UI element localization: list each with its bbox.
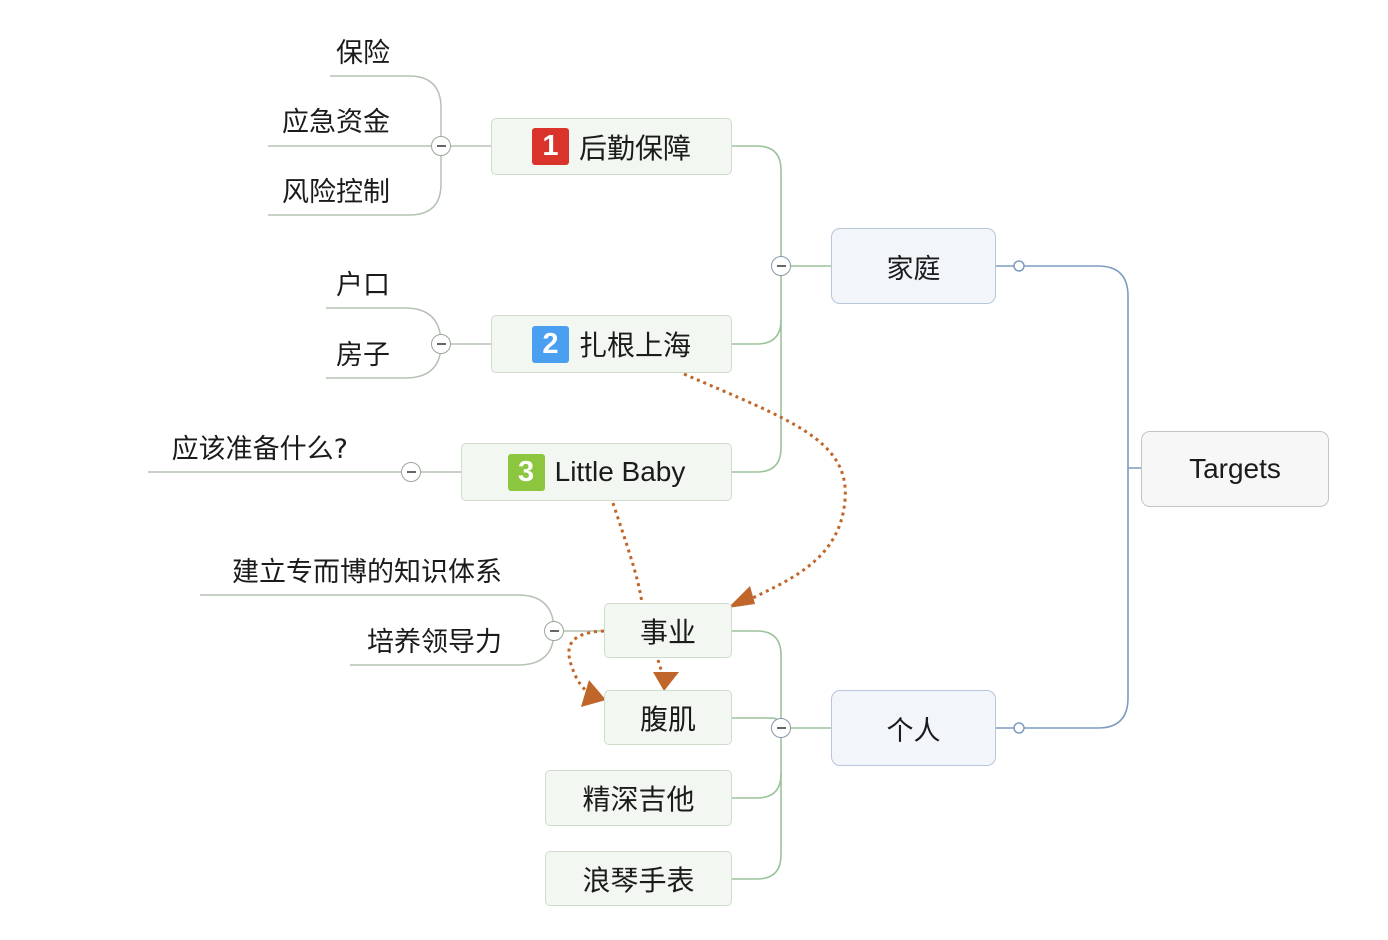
subtopic-logistics-label: 后勤保障 (578, 131, 691, 165)
subtopic-shanghai[interactable]: 2 扎根上海 (491, 315, 732, 373)
connector-leaf-risk-control (268, 146, 442, 216)
leaf-leadership[interactable]: 培养领导力 (367, 627, 502, 658)
root-topic-targets[interactable]: Targets (1141, 431, 1329, 507)
subtopic-longines-label: 浪琴手表 (582, 863, 695, 897)
relationship-arrowhead-abs (653, 672, 679, 691)
collapse-shanghai-button[interactable] (431, 334, 451, 354)
collapse-personal-button[interactable] (771, 718, 791, 738)
subtopic-abs[interactable]: 腹肌 (604, 690, 732, 745)
connector-personal-longines (732, 774, 782, 880)
connector-root-personal (996, 468, 1129, 729)
connector-personal-career (732, 630, 782, 728)
collapse-baby-button[interactable] (401, 462, 421, 482)
leaf-knowledge-system[interactable]: 建立专而博的知识体系 (232, 557, 502, 588)
leaf-emergency-fund[interactable]: 应急资金 (282, 107, 390, 138)
relationship-career-to-abs (656, 659, 665, 677)
subtopic-guitar[interactable]: 精深吉他 (545, 770, 732, 826)
subtopic-career-label: 事业 (639, 615, 696, 649)
main-topic-family-label: 家庭 (886, 253, 941, 285)
main-topic-personal-label: 个人 (886, 715, 941, 747)
subtopic-little-baby-label: Little Baby (554, 456, 686, 487)
connector-root-family (996, 265, 1141, 469)
main-topic-family[interactable]: 家庭 (831, 228, 996, 304)
priority-3-icon: 3 (507, 453, 545, 491)
connector-dot-family (1013, 260, 1025, 272)
connector-dot-personal (1013, 722, 1025, 734)
subtopic-abs-label: 腹肌 (639, 702, 696, 736)
collapse-family-button[interactable] (771, 256, 791, 276)
main-topic-personal[interactable]: 个人 (831, 690, 996, 766)
connector-leaf-hukou (326, 307, 442, 345)
subtopic-shanghai-label: 扎根上海 (578, 329, 691, 362)
leaf-what-to-prepare[interactable]: 应该准备什么? (171, 434, 348, 465)
root-topic-label: Targets (1189, 453, 1281, 484)
leaf-risk-control[interactable]: 风险控制 (282, 177, 390, 208)
connector-personal-guitar (732, 728, 782, 799)
connector-family-shanghai (732, 266, 782, 345)
leaf-hukou[interactable]: 户口 (336, 270, 390, 301)
subtopic-logistics[interactable]: 1 后勤保障 (491, 118, 732, 175)
relationship-shanghai-to-career (683, 372, 847, 605)
subtopic-longines[interactable]: 浪琴手表 (545, 851, 732, 906)
relationship-baby-to-career (611, 502, 644, 604)
priority-1-icon: 1 (531, 128, 569, 165)
relationship-career-loop-to-abs (567, 629, 605, 697)
connector-leaf-knowledge (200, 594, 555, 632)
subtopic-career[interactable]: 事业 (604, 603, 732, 658)
leaf-insurance[interactable]: 保险 (336, 38, 390, 69)
connector-family-logistics (732, 145, 782, 266)
relationship-arrowhead-abs-left (581, 680, 606, 707)
subtopic-guitar-label: 精深吉他 (582, 783, 695, 816)
collapse-career-button[interactable] (544, 621, 564, 641)
relationship-arrowhead-career (728, 586, 755, 608)
priority-2-icon: 2 (531, 325, 569, 363)
collapse-logistics-button[interactable] (431, 136, 451, 156)
leaf-house[interactable]: 房子 (336, 340, 390, 371)
connector-family-baby (732, 320, 782, 473)
connector-leaf-insurance (330, 75, 442, 146)
subtopic-little-baby[interactable]: 3 Little Baby (461, 443, 732, 501)
